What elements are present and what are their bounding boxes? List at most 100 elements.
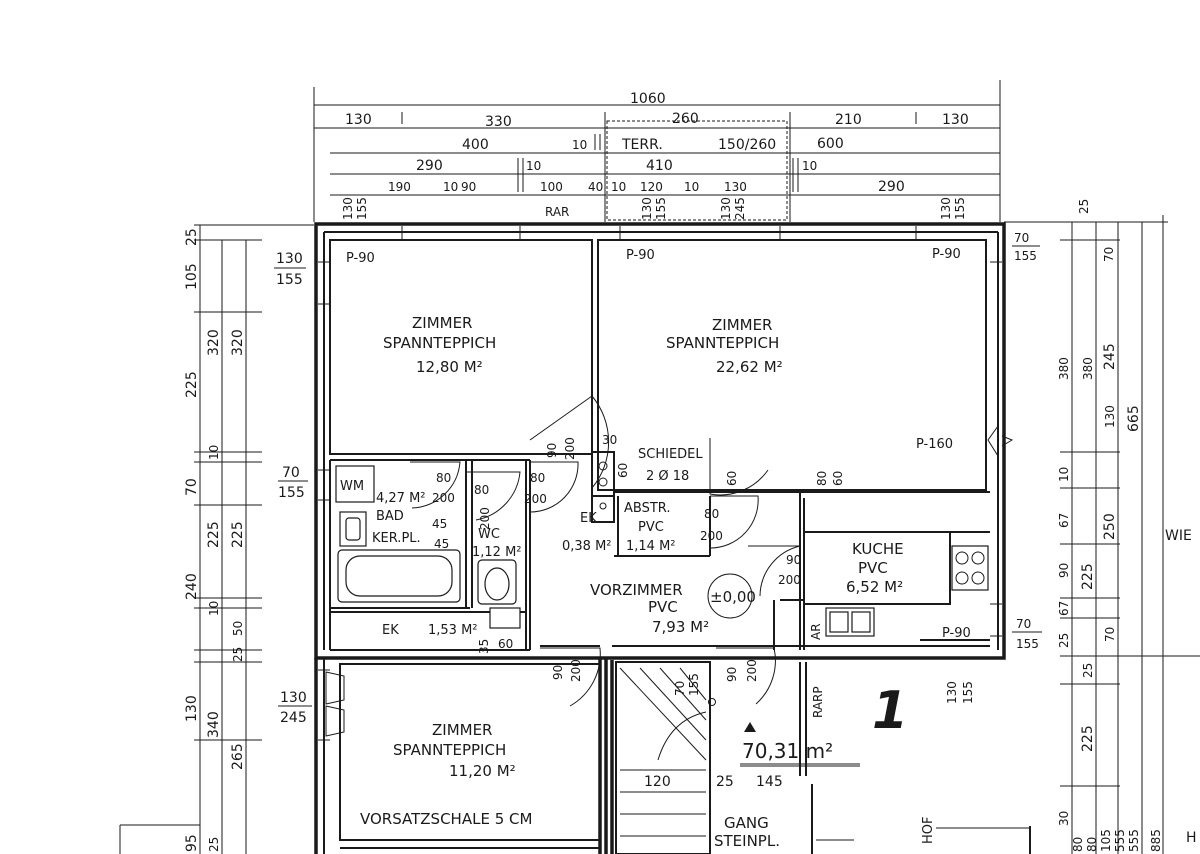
washing-machine-icon (335, 465, 375, 503)
dim-label: 70 (1103, 627, 1117, 642)
dim-label: 45 (434, 537, 449, 551)
total-area: 70,31 m² (742, 739, 833, 763)
dim-label: 155 (1014, 249, 1037, 263)
stair-labels: 70 155 120 25 145 (644, 673, 783, 790)
dim-label: 30 (1057, 811, 1071, 826)
room-area: 4,27 M² (376, 491, 426, 506)
apartment-summary: 70,31 m² 1 (740, 681, 908, 765)
dim-label: 190 (388, 180, 411, 194)
room-area: 22,62 M² (716, 358, 783, 376)
dim-label: 10 (1057, 467, 1071, 482)
washbasin-icon (339, 511, 367, 547)
room-name: ZIMMER (432, 721, 492, 739)
dim-label: 200 (700, 529, 723, 543)
dim-label: 90 (786, 553, 801, 567)
dim-label: 10 (611, 180, 626, 194)
room-name: WC (478, 527, 500, 542)
p-mark: P-90 (626, 248, 655, 263)
dim-label: 155 (654, 197, 668, 220)
dim-label: 90 (461, 180, 476, 194)
dim-label: 210 (835, 112, 862, 128)
dim-label: 105 (184, 263, 200, 290)
dim-label: 30 (602, 433, 617, 447)
dim-label: 80 (474, 483, 489, 497)
dim-label: 225 (206, 521, 222, 548)
chimney-label: SCHIEDEL 2 Ø 18 (638, 447, 703, 484)
room-floor: PVC (648, 598, 678, 616)
chimney-size: 2 Ø 18 (646, 469, 689, 484)
dim-label: 80 (815, 471, 829, 486)
dim-label: 50 (231, 621, 245, 636)
dim-label: 60 (498, 637, 513, 651)
stove-icon (951, 545, 989, 591)
dim-label: 155 (953, 197, 967, 220)
dim-label: 555 (1113, 829, 1127, 852)
dim-label: 240 (184, 573, 200, 600)
dim-label: 225 (230, 521, 246, 548)
dim-label: 10 (207, 601, 221, 616)
dim-label: 145 (756, 774, 783, 790)
dim-label: 260 (672, 111, 699, 127)
room-floor: STEINPL. (714, 832, 780, 850)
dim-label: 155 (276, 272, 303, 288)
left-dimension-labels: 25 105 320 320 225 10 70 225 225 240 10 … (184, 228, 246, 852)
p-mark: P-90 (346, 251, 375, 266)
dim-label: 130 (341, 197, 355, 220)
dim-label: 130 (345, 112, 372, 128)
top-dimension-lines (313, 80, 1001, 222)
dim-label: 380 (1057, 357, 1071, 380)
bathtub-icon (337, 549, 461, 603)
dim-label: 225 (1080, 563, 1096, 590)
dim-label: 200 (745, 659, 759, 682)
edge-text: H (1186, 830, 1197, 846)
dim-label: 200 (778, 573, 801, 587)
room-name: ABSTR. (624, 501, 670, 516)
washing-machine-label: WM (340, 479, 364, 494)
right-dimension-labels: 25 70 380 380 245 130 665 10 67 250 90 2… (1057, 199, 1197, 852)
room-area: 1,53 M² (428, 623, 478, 638)
sink-icon (825, 607, 875, 637)
right-dimension-lines (1004, 215, 1200, 854)
room-area: 12,80 M² (416, 358, 483, 376)
apartment-number: 1 (872, 681, 908, 741)
doors (410, 395, 801, 707)
dim-label: 70 (282, 465, 300, 481)
chimney-name: SCHIEDEL (638, 447, 703, 462)
wall-note: VORSATZSCHALE 5 CM (360, 810, 532, 828)
overall-width-label: 1060 (630, 91, 666, 107)
dim-label: 60 (725, 471, 739, 486)
dim-label: 95 (184, 834, 200, 852)
right-window-labels: 70 155 70 155 130 155 (945, 231, 1042, 704)
room-floor: PVC (638, 520, 664, 535)
toilet-icon (477, 559, 517, 605)
dim-label: 45 (432, 517, 447, 531)
p-mark: P-90 (932, 247, 961, 262)
dim-label: 120 (640, 180, 663, 194)
dim-label: 35 (477, 639, 491, 654)
p-mark: P-90 (942, 626, 971, 641)
dim-label: 67 (1057, 601, 1071, 616)
dim-label: 70 (184, 478, 200, 496)
dim-label: 155 (355, 197, 369, 220)
dim-label: 130 (939, 197, 953, 220)
dim-label: 330 (485, 114, 512, 130)
left-window-labels: 130 155 70 155 130 245 (274, 251, 312, 726)
room-area: 7,93 M² (652, 618, 709, 636)
dim-label: 245 (1102, 343, 1118, 370)
left-dimension-lines (119, 224, 314, 854)
dim-label: 245 (733, 197, 747, 220)
dim-label: 25 (716, 774, 734, 790)
door-labels: 90 200 80 200 80 200 80 200 80 200 90 20… (432, 433, 845, 682)
room-labels: ZIMMER SPANNTEPPICH 12,80 M² ZIMMER SPAN… (372, 314, 904, 780)
dim-label: 665 (1126, 405, 1142, 432)
dim-label: 200 (563, 437, 577, 460)
room-area: 0,38 M² (562, 539, 612, 554)
room-area: 11,20 M² (449, 762, 516, 780)
dim-label: 130 (942, 112, 969, 128)
dim-label: 320 (230, 329, 246, 356)
dim-label: 400 (462, 137, 489, 153)
dim-label: 130 (945, 681, 959, 704)
courtyard-label: HOF (921, 817, 936, 845)
room-floor: KER.PL. (372, 531, 421, 546)
